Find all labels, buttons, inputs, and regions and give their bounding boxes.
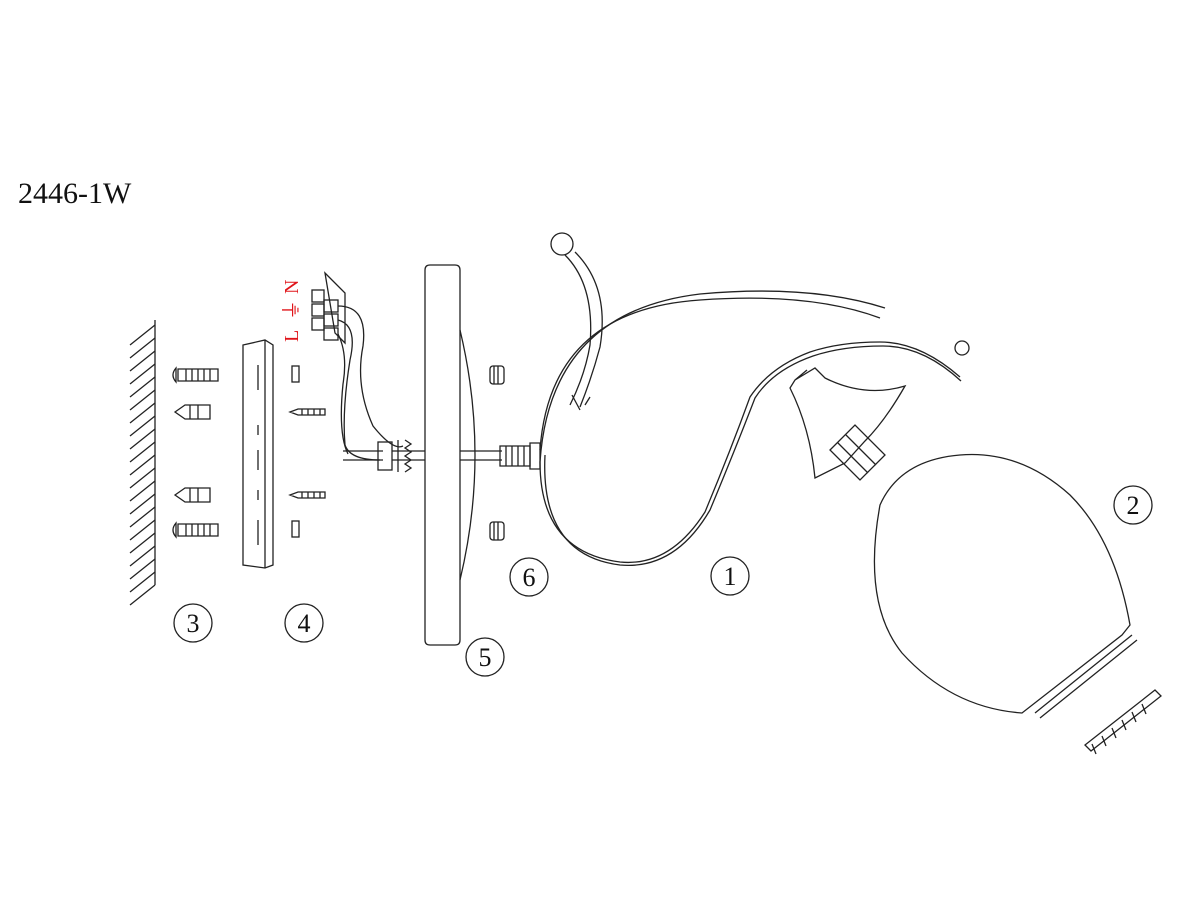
wall-hatch-line (129, 467, 156, 489)
wall-hatch-line (129, 454, 156, 476)
wall-hatch-line (129, 363, 156, 385)
wall-hatch-line (129, 350, 156, 372)
svg-text:5: 5 (479, 643, 492, 672)
wall-hatch-line (129, 337, 156, 359)
wall-hatch-line (129, 324, 156, 346)
part-3-screws-anchors (172, 366, 219, 539)
wall-hatch-line (129, 428, 156, 450)
svg-text:2: 2 (1127, 491, 1140, 520)
wall-hatch-line (129, 506, 156, 528)
wall-hatch-line (129, 558, 156, 580)
callout-4: 4 (284, 603, 324, 643)
terminal-block (311, 271, 425, 473)
model-number: 2446-1W (18, 177, 132, 210)
wall-hatch-line (129, 389, 156, 411)
callout-2: 2 (1113, 485, 1153, 525)
wall-hatch-line (129, 415, 156, 437)
part-2-glass-shade (873, 453, 1162, 755)
wall-hatch-line (129, 376, 156, 398)
earth-label: ⏚ (281, 300, 303, 320)
neutral-label: N (281, 280, 303, 294)
wall-hatch-line (129, 402, 156, 424)
live-label: L (281, 330, 303, 342)
part-6-decorative-nuts (489, 365, 505, 541)
svg-text:3: 3 (187, 609, 200, 638)
wall-hatch-line (129, 519, 156, 541)
callout-3: 3 (173, 603, 213, 643)
svg-text:4: 4 (298, 609, 311, 638)
svg-text:6: 6 (523, 563, 536, 592)
svg-text:1: 1 (724, 562, 737, 591)
part-1-arm (499, 232, 970, 567)
wall-hatch-line (129, 441, 156, 463)
wall-hatch-line (129, 571, 156, 593)
part-5-canopy (424, 264, 502, 646)
wall-hatch-line (129, 532, 156, 554)
callout-5: 5 (465, 637, 505, 677)
wall (129, 320, 156, 606)
wall-hatch-line (129, 480, 156, 502)
callout-6: 6 (509, 557, 549, 597)
wall-hatch-line (129, 493, 156, 515)
callout-1: 1 (710, 556, 750, 596)
wall-hatch-line (129, 584, 156, 606)
wiring-label: L ⏚ N (281, 280, 303, 342)
part-4-mounting-bracket (242, 339, 326, 569)
wall-hatch-line (129, 545, 156, 567)
